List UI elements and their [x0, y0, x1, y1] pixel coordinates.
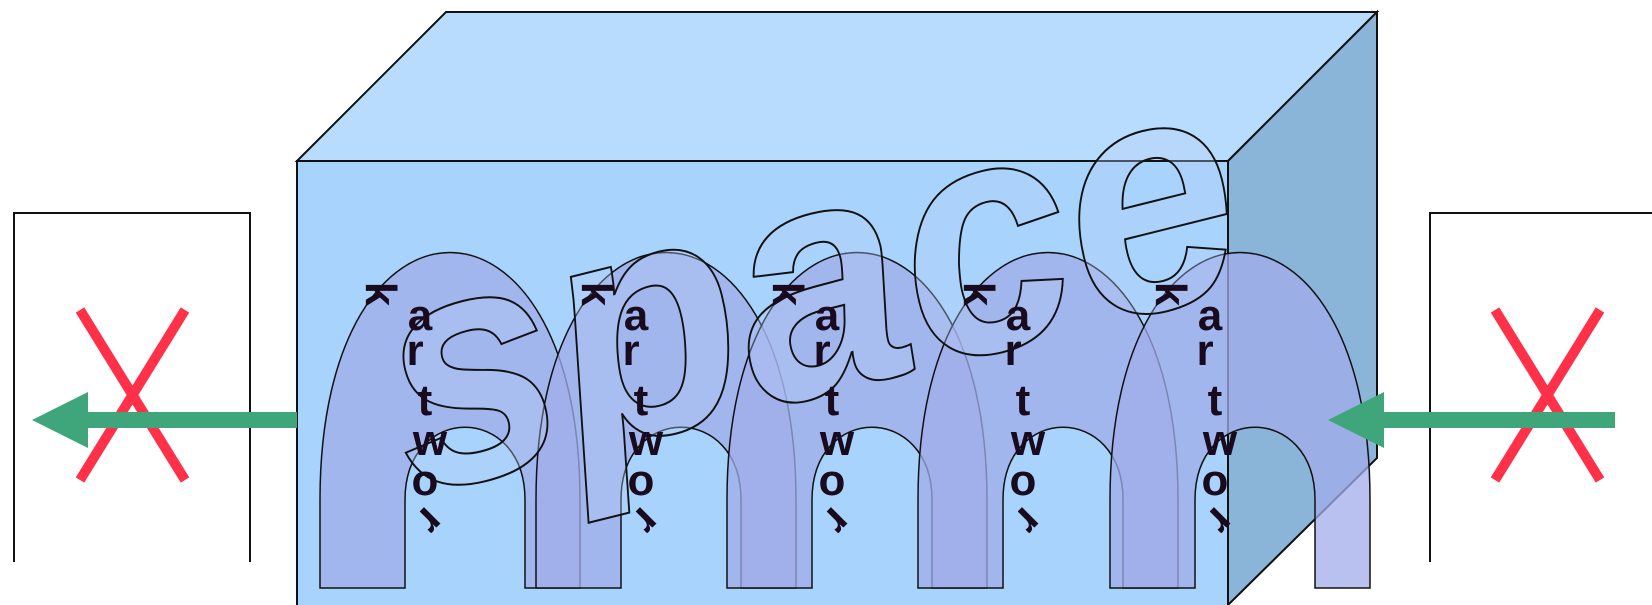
- network-letter: o: [1202, 456, 1229, 505]
- network-letter: r: [406, 326, 423, 375]
- network-letter: o: [819, 456, 846, 505]
- network-letter: r: [622, 326, 639, 375]
- network-letter: k: [763, 282, 812, 307]
- network-letter: r: [1004, 326, 1021, 375]
- right-cross-icon: [1495, 310, 1600, 480]
- network-letter: o: [628, 456, 655, 505]
- network-letter: k: [954, 282, 1003, 307]
- left-cross-icon: [80, 310, 185, 480]
- network-letter: k: [1146, 282, 1195, 307]
- network-letter: r: [1196, 326, 1213, 375]
- network-letter: k: [356, 282, 405, 307]
- network-letter: k: [572, 282, 621, 307]
- network-letter: o: [1010, 456, 1037, 505]
- network-letter: r: [813, 326, 830, 375]
- network-letter: o: [412, 456, 439, 505]
